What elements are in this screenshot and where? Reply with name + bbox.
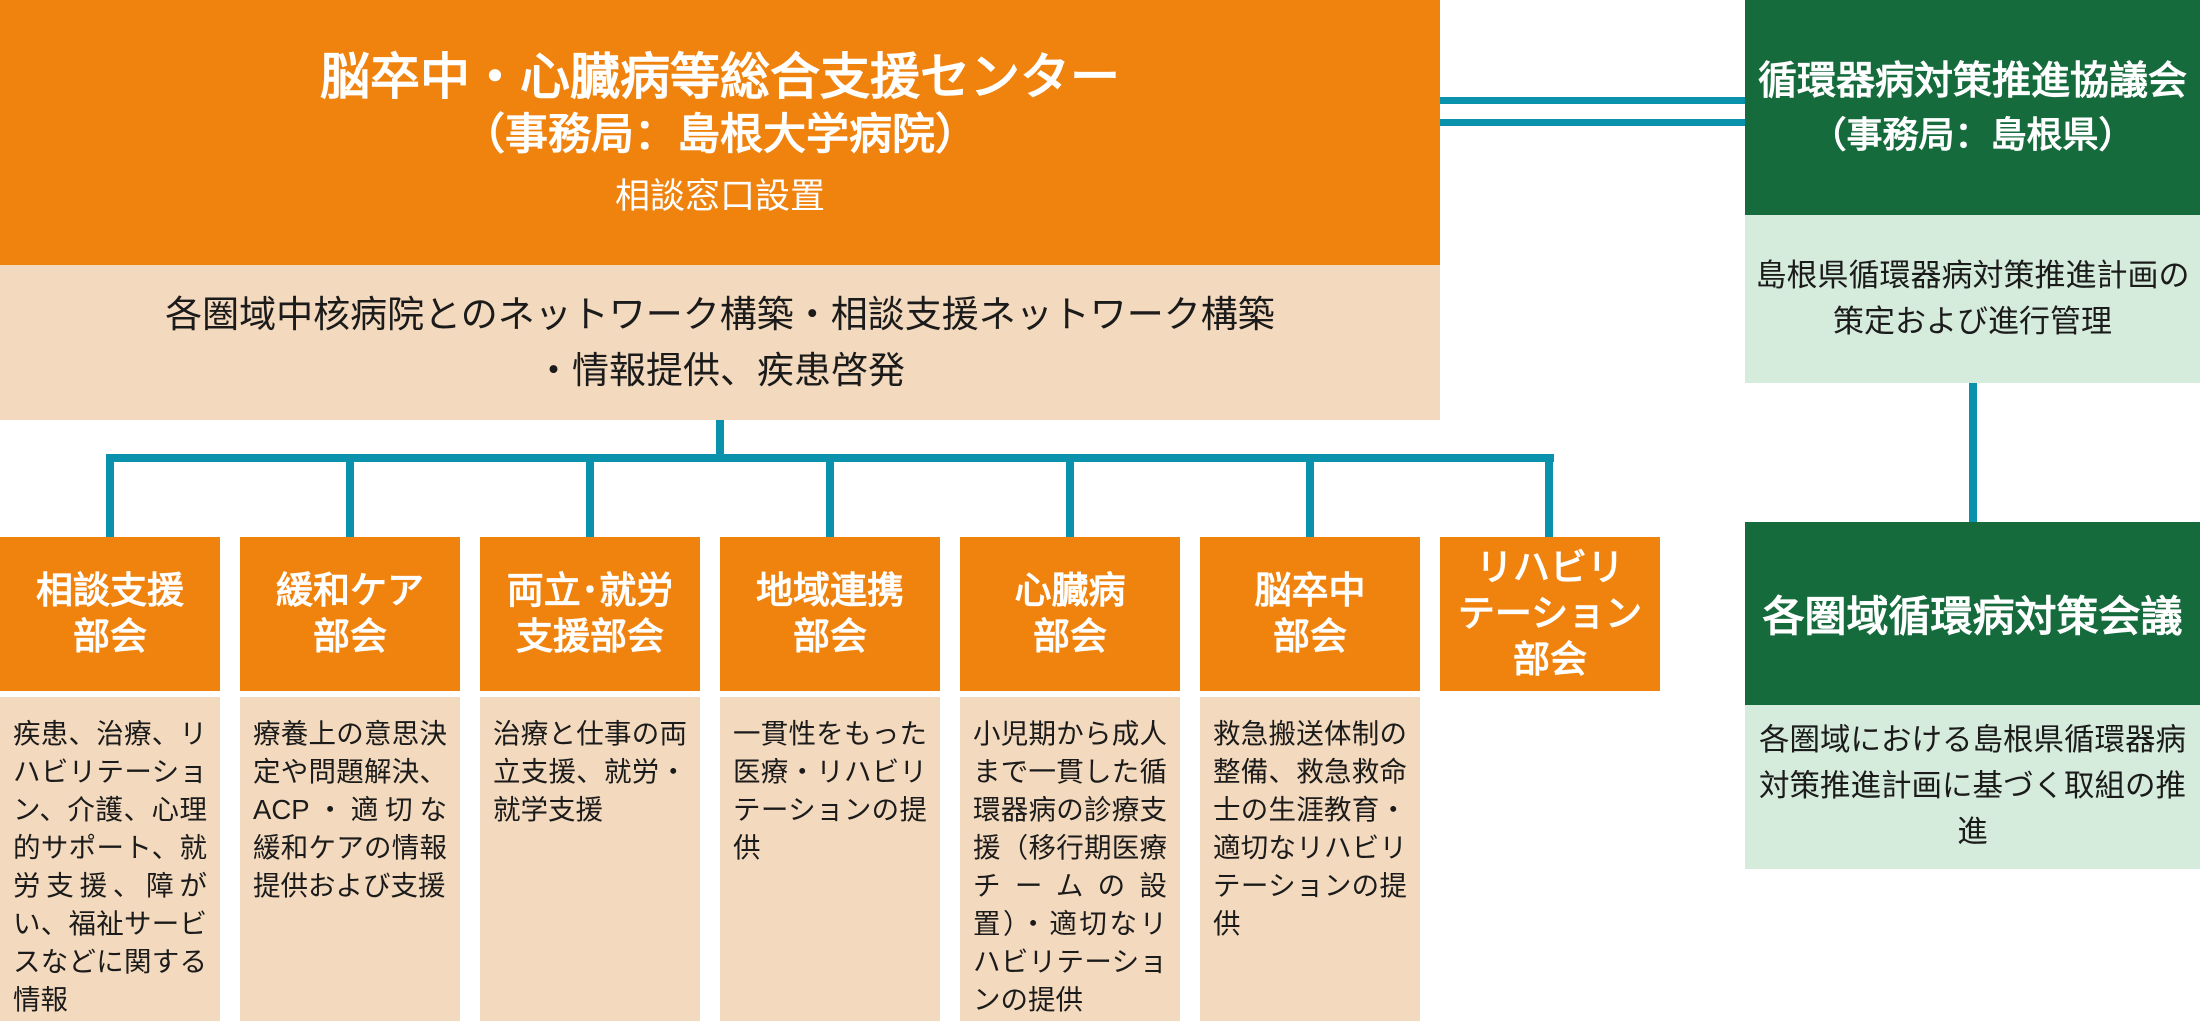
connector-drop-7: [1545, 462, 1553, 537]
connector-double-line-bottom: [1440, 119, 1745, 126]
prefecture-council-title: 循環器病対策推進協議会: [1757, 60, 2187, 103]
subcommittee-rehabilitation: リハビリ テーション 部会: [1440, 537, 1660, 691]
regional-conference-role-box: 各圏域における島根県循環器病 対策推進計画に基づく取組の推進: [1745, 705, 2200, 869]
regional-conference-box: 各圏域循環病対策会議: [1745, 522, 2200, 705]
subcommittee-consult-support: 相談支援 部会: [0, 537, 220, 691]
subcommittee-regional-coop: 地域連携 部会: [720, 537, 940, 691]
support-center-secretariat: （事務局：島根大学病院）: [462, 111, 978, 160]
connector-drop-4: [826, 462, 834, 537]
subcommittee-heart-disease: 心臓病 部会: [960, 537, 1180, 691]
prefecture-council-box: 循環器病対策推進協議会 （事務局：島根県）: [1745, 0, 2200, 215]
subcommittee-palliative-care: 緩和ケア 部会: [240, 537, 460, 691]
subcommittee-stroke: 脳卒中 部会: [1200, 537, 1420, 691]
prefecture-council-role-box: 島根県循環器病対策推進計画の 策定および進行管理: [1745, 215, 2200, 383]
subcommittee-stroke-desc: 救急搬送体制の整備、救急救命士の生涯教育・適切なリハビリテーションの提供: [1200, 697, 1420, 1021]
subcommittee-palliative-care-desc: 療養上の意思決定や問題解決、ACP・適切な緩和ケアの情報提供および支援: [240, 697, 460, 1021]
connector-drop-6: [1306, 462, 1314, 537]
connector-drop-5: [1066, 462, 1074, 537]
subcommittee-regional-coop-desc: 一貫性をもった医療・リハビリテーションの提供: [720, 697, 940, 1021]
support-center-consult-desk: 相談窓口設置: [614, 176, 825, 216]
support-center-box: 脳卒中・心臓病等総合支援センター （事務局：島根大学病院） 相談窓口設置: [0, 0, 1440, 265]
connector-prefecture-vertical: [1969, 383, 1977, 522]
connector-double-line-top: [1440, 97, 1745, 104]
network-role-box: 各圏域中核病院とのネットワーク構築・相談支援ネットワーク構築 ・情報提供、疾患啓…: [0, 265, 1440, 420]
subcommittee-consult-support-desc: 疾患、治療、リハビリテーション、介護、心理的サポート、就労支援、障がい、福祉サー…: [0, 697, 220, 1021]
connector-drop-2: [346, 462, 354, 537]
connector-drop-3: [586, 462, 594, 537]
connector-drop-1: [106, 462, 114, 537]
subcommittee-heart-disease-desc: 小児期から成人まで一貫した循環器病の診療支援（移行期医療チームの設置）・適切なリ…: [960, 697, 1180, 1021]
subcommittee-work-support-desc: 治療と仕事の両立支援、就労・就学支援: [480, 697, 700, 1021]
prefecture-council-secretariat: （事務局：島根県）: [1810, 113, 2135, 155]
connector-horizontal-bar: [106, 454, 1554, 462]
connector-stem: [716, 420, 724, 454]
support-center-title: 脳卒中・心臓病等総合支援センター: [320, 48, 1120, 105]
subcommittee-work-support: 両立･就労 支援部会: [480, 537, 700, 691]
